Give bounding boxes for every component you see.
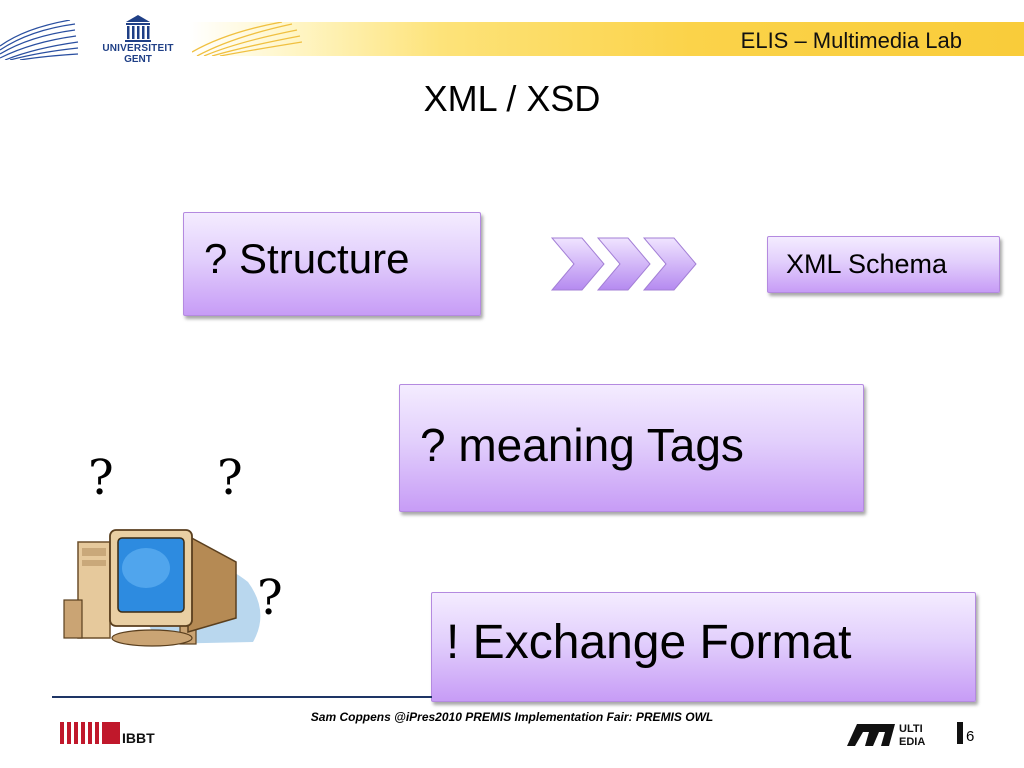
slide-title: XML / XSD: [423, 78, 601, 119]
university-name-line1: UNIVERSITEIT: [102, 43, 174, 54]
header-band: [190, 22, 1024, 56]
xml-schema-box: XML Schema: [767, 236, 1000, 293]
svg-text:ULTI: ULTI: [899, 723, 923, 735]
xml-schema-label: XML Schema: [786, 249, 948, 279]
question-mark: ?: [217, 450, 243, 506]
exchange-format-box: ! Exchange Format: [431, 592, 976, 702]
meaning-tags-label: ? meaning Tags: [420, 419, 744, 471]
decorative-strokes-right: [192, 22, 302, 56]
computer-clipart-icon: [63, 529, 261, 647]
ibbt-label: IBBT: [122, 730, 155, 746]
footer-divider: [52, 696, 432, 698]
question-mark: ?: [257, 570, 283, 626]
triple-chevron-arrow-icon: [550, 237, 697, 291]
structure-box: ? Structure: [183, 212, 481, 316]
ibbt-logo-icon: [60, 722, 120, 744]
structure-label: ? Structure: [204, 235, 410, 282]
university-logo-icon: [125, 15, 151, 42]
question-mark: ?: [88, 450, 114, 506]
multimedia-lab-logo-icon: ULTI EDIA: [847, 722, 963, 748]
meaning-tags-box: ? meaning Tags: [399, 384, 864, 512]
page-number: 6: [966, 728, 975, 745]
footer-caption: Sam Coppens @iPres2010 PREMIS Implementa…: [310, 710, 714, 724]
university-name-line2: GENT: [124, 54, 152, 65]
lab-name: ELIS – Multimedia Lab: [740, 28, 962, 53]
exchange-format-label: ! Exchange Format: [446, 616, 852, 669]
svg-text:EDIA: EDIA: [899, 736, 925, 748]
decorative-strokes-left: [0, 20, 79, 60]
